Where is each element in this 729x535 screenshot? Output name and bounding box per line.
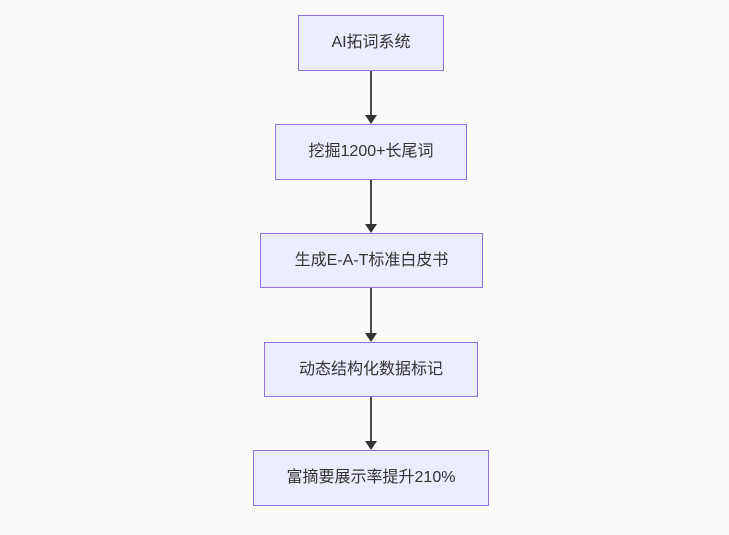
node-label: 挖掘1200+长尾词 [308, 143, 434, 160]
node-label: 动态结构化数据标记 [298, 360, 443, 378]
arrowhead-down-icon [365, 441, 377, 450]
edge-line [370, 180, 372, 224]
arrowhead-down-icon [365, 333, 377, 342]
edge-line [370, 71, 372, 115]
arrowhead-down-icon [365, 224, 377, 233]
node-label: AI拓词系统 [331, 34, 411, 51]
arrowhead-down-icon [365, 115, 377, 124]
node-label: 富摘要展示率提升210% [286, 469, 456, 486]
edge-line [370, 397, 372, 441]
edge-line [370, 288, 372, 333]
flowchart-node-longtail-keywords: 挖掘1200+长尾词 [275, 124, 467, 180]
flowchart-node-eat-whitepaper: 生成E-A-T标准白皮书 [260, 233, 483, 288]
flowchart-node-rich-snippet-result: 富摘要展示率提升210% [253, 450, 489, 506]
flowchart-node-structured-data-markup: 动态结构化数据标记 [264, 342, 478, 397]
flowchart-node-ai-word-system: AI拓词系统 [298, 15, 444, 71]
node-label: 生成E-A-T标准白皮书 [294, 251, 449, 269]
